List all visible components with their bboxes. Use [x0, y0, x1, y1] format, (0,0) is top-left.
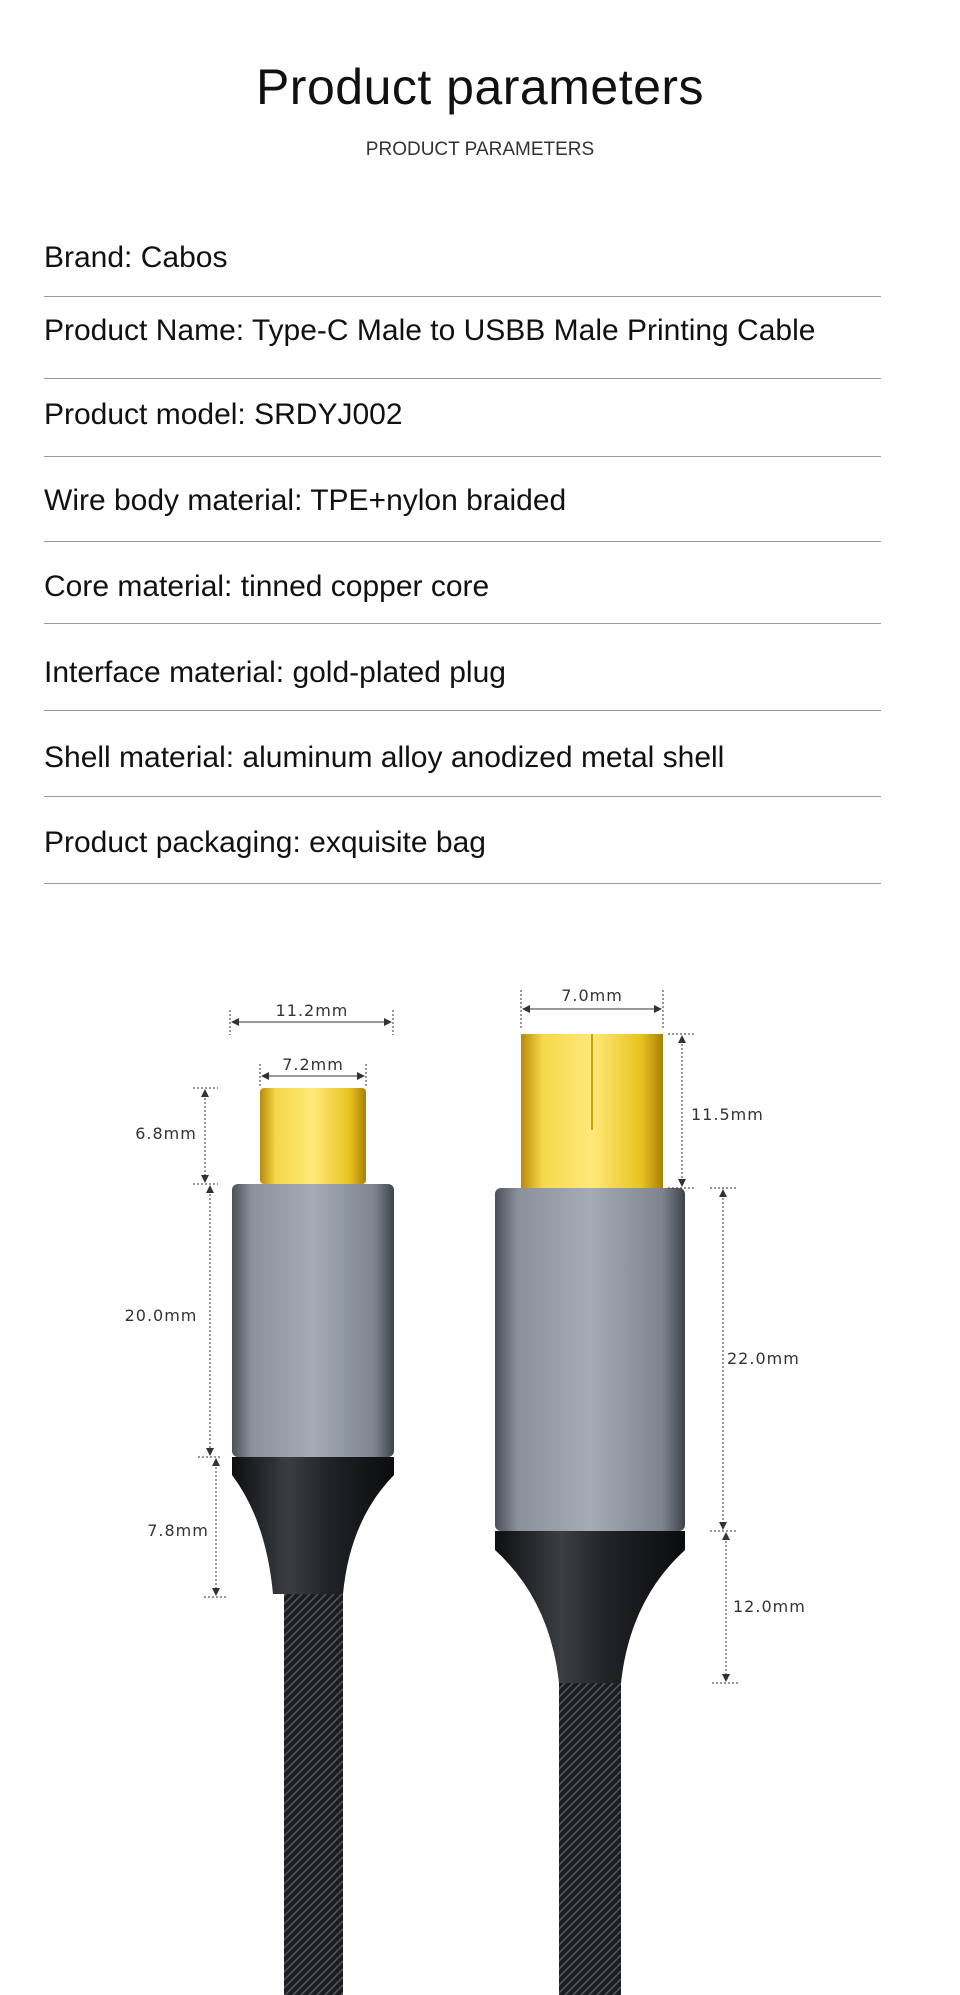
dimension-lines: [193, 990, 738, 1684]
divider: [44, 623, 881, 624]
param-product-name: Product Name: Type-C Male to USBB Male P…: [44, 314, 816, 347]
divider: [44, 456, 881, 457]
dim-typec-plug-width: 7.2mm: [282, 1055, 344, 1074]
param-core-material: Core material: tinned copper core: [44, 570, 490, 603]
param-packaging: Product packaging: exquisite bag: [44, 826, 486, 859]
type-c-connector: [232, 1088, 394, 1995]
param-wire-material: Wire body material: TPE+nylon braided: [44, 484, 567, 517]
dim-typec-boot-length: 7.8mm: [147, 1521, 209, 1540]
page-title: Product parameters: [255, 59, 705, 115]
dim-typec-plug-length: 6.8mm: [135, 1124, 197, 1143]
divider: [44, 710, 881, 711]
param-model: Product model: SRDYJ002: [44, 398, 403, 431]
param-interface-material: Interface material: gold-plated plug: [44, 656, 506, 689]
divider: [44, 883, 881, 884]
param-brand: Brand: Cabos: [44, 241, 228, 274]
dim-typec-body-length: 20.0mm: [125, 1306, 198, 1325]
dim-usbb-boot-length: 12.0mm: [733, 1597, 806, 1616]
divider: [44, 541, 881, 542]
page-subtitle: PRODUCT PARAMETERS: [365, 139, 595, 160]
dim-usbb-plug-length: 11.5mm: [691, 1105, 764, 1124]
divider: [44, 796, 881, 797]
dim-usbb-body-length: 22.0mm: [727, 1349, 800, 1368]
divider: [44, 378, 881, 379]
dim-typec-outer-width: 11.2mm: [276, 1001, 349, 1020]
usb-b-connector: [495, 1034, 685, 1995]
param-shell-material: Shell material: aluminum alloy anodized …: [44, 741, 725, 774]
divider: [44, 296, 881, 297]
dim-usbb-plug-width: 7.0mm: [561, 986, 623, 1005]
